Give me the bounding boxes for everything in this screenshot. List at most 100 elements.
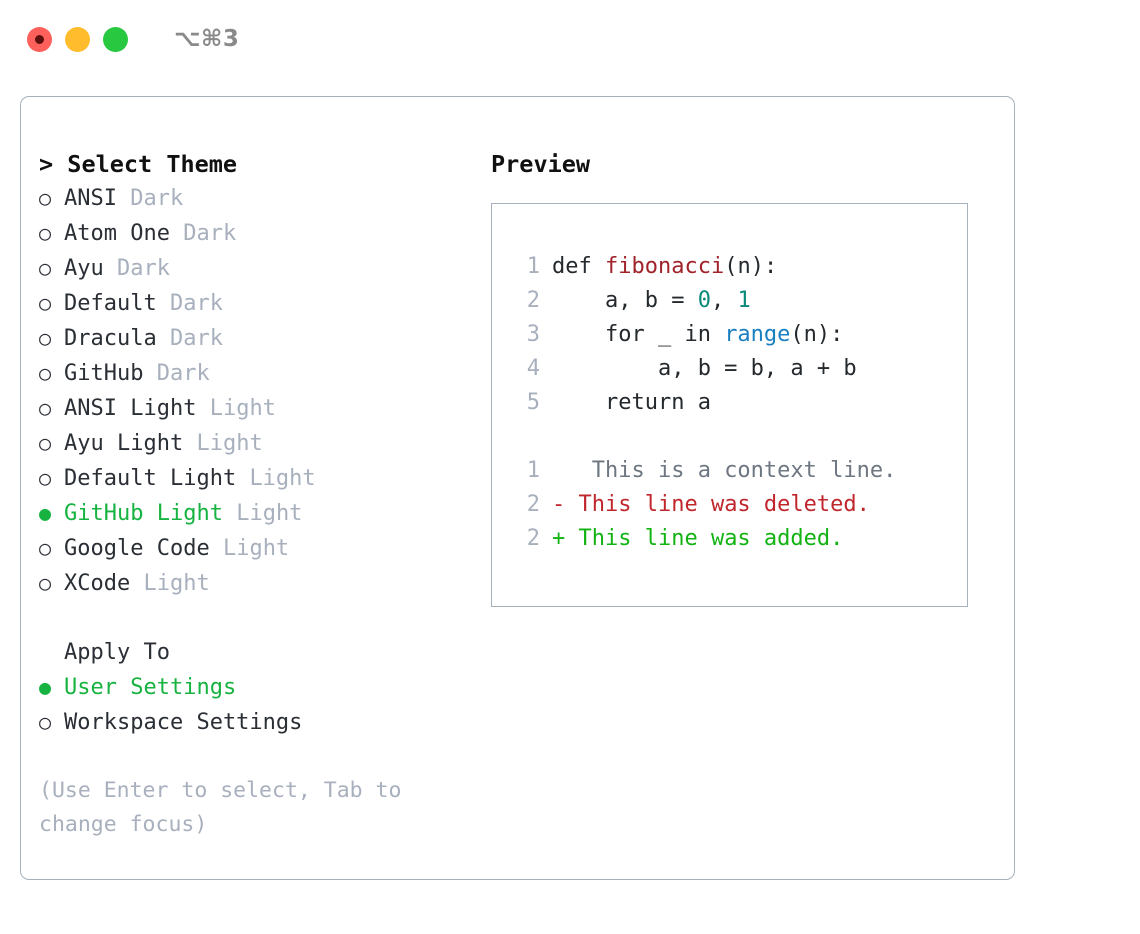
code-token: range	[724, 322, 791, 347]
code-token: a, b =	[552, 288, 698, 313]
theme-option-name: ANSI Light	[64, 396, 197, 421]
title-bar: ⌥⌘3	[0, 0, 1140, 78]
code-token: ,	[710, 288, 738, 313]
theme-list-column: > Select Theme ○ANSI Dark○Atom One Dark○…	[21, 97, 491, 879]
theme-option-variant: Light	[222, 536, 290, 561]
theme-option-variant: Dark	[183, 221, 237, 246]
diff-line-number: 2	[526, 492, 540, 517]
diff-line-number: 1	[526, 458, 540, 483]
theme-option-name: Ayu	[64, 256, 104, 281]
theme-option-ayu-light[interactable]: ○Ayu Light Light	[39, 426, 491, 461]
apply-to-heading: Apply To	[64, 640, 170, 665]
theme-option-variant: Light	[196, 431, 263, 456]
radio-selected-icon: ●	[39, 675, 52, 699]
code-line: 5 return a	[512, 386, 967, 420]
theme-option-variant: Dark	[169, 326, 223, 351]
apply-to-option-workspace-settings[interactable]: ○Workspace Settings	[39, 705, 491, 740]
apply-to-option-user-settings[interactable]: ● User Settings	[39, 670, 491, 705]
apply-to-option-name: User Settings	[64, 675, 237, 700]
radio-unselected-icon: ○	[39, 571, 52, 595]
theme-option-variant: Light	[143, 571, 210, 596]
code-token: for _ in	[552, 322, 725, 347]
code-token: (n):	[724, 254, 778, 279]
theme-option-variant: Dark	[130, 186, 184, 211]
code-token: 1	[737, 288, 751, 313]
code-token: 0	[697, 288, 711, 313]
code-line: 2 a, b = 0, 1	[512, 284, 967, 318]
theme-option-name: Google Code	[64, 536, 210, 561]
diff-line: 2+ This line was added.	[512, 522, 967, 556]
window-controls	[27, 26, 128, 52]
theme-option-variant: Dark	[169, 291, 223, 316]
code-line-number: 5	[526, 390, 540, 415]
theme-option-ansi-light[interactable]: ○ANSI Light Light	[39, 391, 491, 426]
radio-unselected-icon: ○	[39, 256, 52, 280]
radio-unselected-icon: ○	[39, 466, 52, 490]
diff-line-text: This is a context line.	[565, 458, 897, 483]
theme-option-variant: Dark	[156, 361, 210, 386]
theme-option-name: GitHub Light	[64, 501, 223, 526]
theme-option-xcode[interactable]: ○ XCode Light	[39, 566, 491, 601]
preview-heading: Preview	[491, 150, 591, 178]
radio-unselected-icon: ○	[39, 536, 52, 560]
theme-option-default[interactable]: ○Default Dark	[39, 286, 491, 321]
theme-option-variant: Light	[249, 466, 316, 491]
diff-marker: +	[552, 526, 566, 551]
maximize-button-icon[interactable]	[103, 26, 128, 52]
code-line-text: a, b = b, a + b	[552, 352, 857, 386]
code-token: fibonacci	[604, 254, 725, 279]
code-line-text: for _ in range(n):	[552, 318, 843, 352]
code-token: (n):	[790, 322, 844, 347]
radio-unselected-icon: ○	[39, 291, 52, 315]
radio-selected-icon: ●	[39, 501, 52, 525]
theme-option-list: ○ANSI Dark○Atom One Dark○Ayu Dark○Defaul…	[39, 181, 491, 601]
theme-option-github-light[interactable]: ● GitHub Light Light	[39, 496, 491, 531]
theme-option-name: Dracula	[64, 326, 157, 351]
theme-option-variant: Dark	[117, 256, 170, 281]
theme-option-google-code[interactable]: ○ Google Code Light	[39, 531, 491, 566]
theme-option-name: Ayu Light	[64, 431, 184, 456]
theme-option-github[interactable]: ○ GitHub Dark	[39, 356, 491, 391]
radio-unselected-icon: ○	[39, 221, 52, 245]
theme-option-ayu[interactable]: ○ Ayu Dark	[39, 251, 491, 286]
theme-option-name: XCode	[64, 571, 131, 596]
diff-sample: 1 This is a context line.2- This line wa…	[512, 454, 967, 556]
code-line-number: 4	[526, 356, 540, 381]
theme-selector-panel: > Select Theme ○ANSI Dark○Atom One Dark○…	[20, 96, 1015, 880]
keyboard-hint-text: (Use Enter to select, Tab to change focu…	[39, 778, 415, 837]
apply-to-option-name: Workspace Settings	[64, 710, 303, 735]
code-token: def	[552, 254, 605, 279]
code-line-text: return a	[552, 386, 711, 420]
diff-line-text: This line was deleted.	[565, 492, 870, 517]
diff-line-text: This line was added.	[565, 526, 844, 551]
diff-line: 2- This line was deleted.	[512, 488, 967, 522]
select-theme-heading: > Select Theme	[39, 150, 238, 178]
code-token: a, b = b, a + b	[552, 356, 857, 381]
diff-line: 1 This is a context line.	[512, 454, 967, 488]
theme-option-name: Default Light	[64, 466, 237, 491]
radio-unselected-icon: ○	[39, 186, 52, 210]
close-button-icon[interactable]	[27, 26, 52, 52]
minimize-button-icon[interactable]	[65, 26, 90, 52]
code-diff-separator	[512, 420, 967, 454]
theme-option-atom-one[interactable]: ○Atom One Dark	[39, 216, 491, 251]
code-line-number: 2	[526, 288, 540, 313]
apply-to-heading-spacer	[39, 635, 64, 669]
theme-option-variant: Light	[236, 501, 303, 526]
code-line-text: a, b = 0, 1	[552, 284, 751, 318]
theme-option-ansi[interactable]: ○ ANSI Dark	[39, 181, 491, 216]
theme-option-default-light[interactable]: ○ Default Light Light	[39, 461, 491, 496]
code-line: 4 a, b = b, a + b	[512, 352, 967, 386]
keyboard-shortcut-label: ⌥⌘3	[174, 26, 240, 52]
theme-option-name: ANSI	[64, 186, 117, 211]
code-line: 3 for _ in range(n):	[512, 318, 967, 352]
radio-unselected-icon: ○	[39, 361, 52, 385]
theme-option-dracula[interactable]: ○ Dracula Dark	[39, 321, 491, 356]
theme-option-name: GitHub	[64, 361, 144, 386]
radio-unselected-icon: ○	[39, 326, 52, 350]
theme-option-variant: Light	[209, 396, 276, 421]
